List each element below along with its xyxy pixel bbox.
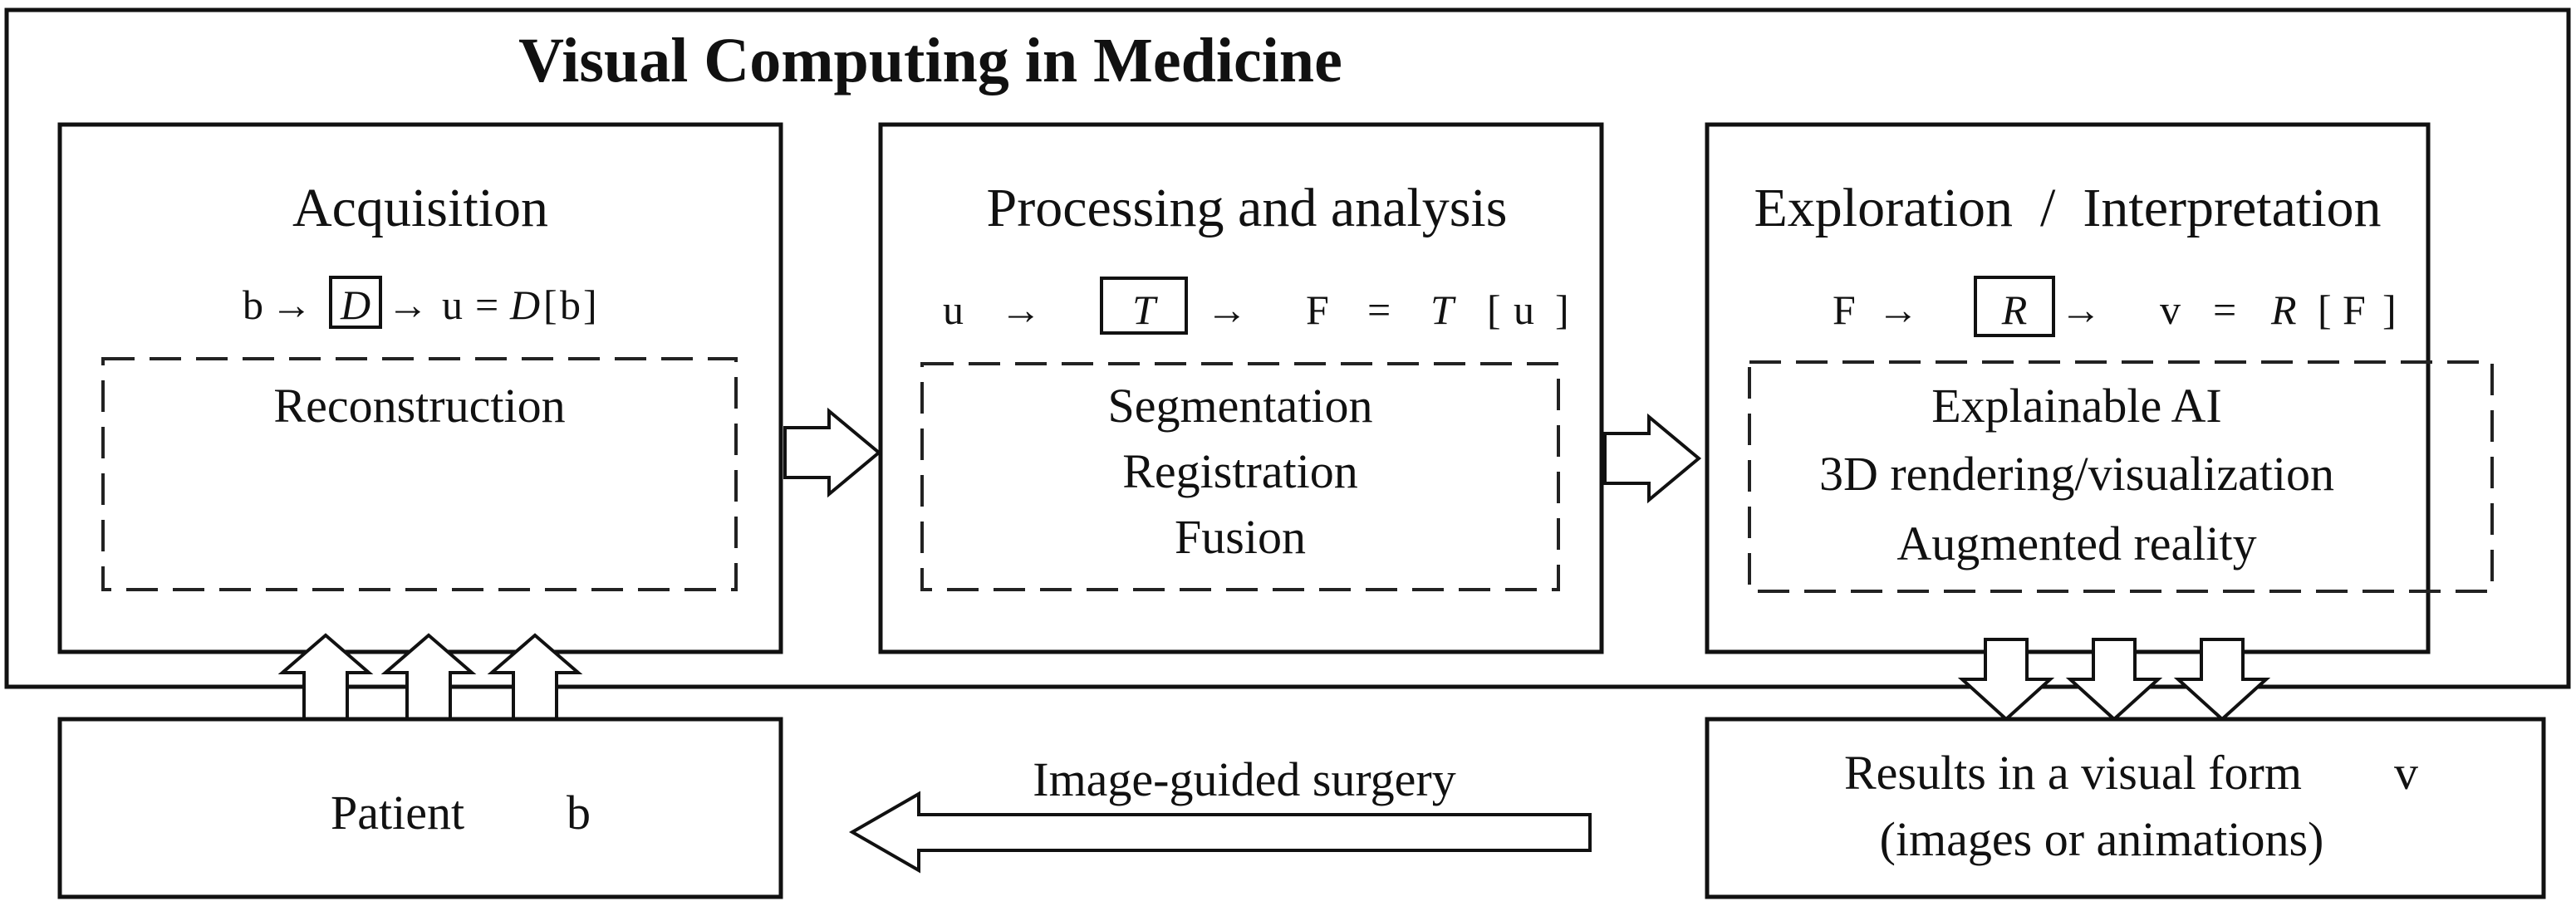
patient-panel: Patient b: [57, 717, 783, 899]
exploration-subtask-box: [1748, 360, 2494, 593]
results-line2: (images or animations): [1880, 812, 2324, 866]
formula-result-operator: D: [509, 282, 540, 328]
subtask-label: Reconstruction: [273, 379, 565, 433]
acquisition-panel: Acquisition b → D → u = D [ b ] Reconstr…: [57, 122, 783, 654]
formula-arrow: →: [1000, 286, 1042, 333]
formula-result-operator: T: [1430, 286, 1456, 333]
flow-arrow-up: [277, 633, 374, 722]
flow-arrow-right: [1603, 413, 1702, 504]
formula-lbracket: [: [543, 282, 557, 328]
operator-box: [1974, 276, 2055, 337]
subtask-label: 3D rendering/visualization: [1819, 447, 2334, 501]
exploration-heading: Exploration / Interpretation: [1754, 178, 2381, 238]
surgery-label: Image-guided surgery: [1033, 752, 1455, 806]
formula-input: b: [243, 282, 263, 328]
formula-operator: R: [2001, 286, 2028, 333]
formula-output: u: [442, 282, 463, 328]
formula-equals: =: [475, 282, 498, 328]
processing-subtask-box: [920, 362, 1560, 591]
processing-formula: u → T → F = T [ u ]: [943, 277, 1569, 335]
formula-result-arg: b: [560, 282, 581, 328]
formula-arrow: →: [1877, 286, 1919, 333]
formula-arrow: →: [271, 282, 312, 328]
formula-rbracket: ]: [583, 282, 597, 328]
formula-input: F: [1833, 286, 1856, 333]
flow-arrow-down: [2065, 638, 2163, 722]
operator-box: [1100, 277, 1188, 335]
operator-box: [329, 276, 382, 329]
diagram-title: Visual Computing in Medicine: [518, 26, 1342, 95]
flow-arrow-down: [1957, 638, 2055, 722]
flow-arrow-up: [487, 633, 583, 722]
formula-result-operator: R: [2270, 286, 2297, 333]
exploration-panel: Exploration / Interpretation F → R → v =…: [1705, 122, 2494, 654]
formula-arrow: →: [1206, 286, 1248, 333]
formula-operator: D: [340, 282, 370, 328]
surgery-feedback: Image-guided surgery: [848, 752, 1592, 874]
subtask-label: Segmentation: [1108, 379, 1373, 433]
acquisition-box: [57, 122, 783, 654]
processing-box: [878, 122, 1604, 654]
results-line1: Results in a visual form: [1844, 746, 2302, 800]
formula-rbracket: ]: [2382, 286, 2397, 333]
formula-lbracket: [: [1487, 286, 1501, 333]
formula-output: F: [1306, 286, 1329, 333]
formula-arrow: →: [2060, 286, 2102, 333]
results-box: [1705, 717, 2546, 899]
formula-equals: =: [2213, 286, 2236, 333]
processing-panel: Processing and analysis u → T → F = T [ …: [878, 122, 1604, 654]
formula-lbracket: [: [2318, 286, 2332, 333]
flow-arrow-left: [848, 791, 1592, 874]
flow-arrow-right: [783, 407, 882, 498]
acquisition-formula: b → D → u = D [ b ]: [243, 276, 597, 329]
exploration-box: [1705, 122, 2431, 654]
exploration-formula: F → R → v = R [ F ]: [1833, 276, 2397, 337]
patient-symbol: b: [567, 786, 591, 840]
processing-heading: Processing and analysis: [987, 178, 1508, 238]
formula-rbracket: ]: [1555, 286, 1569, 333]
patient-box: [57, 717, 783, 899]
patient-label: Patient: [331, 786, 464, 840]
formula-operator: T: [1132, 286, 1158, 333]
formula-arrow: →: [387, 282, 429, 328]
formula-equals: =: [1367, 286, 1391, 333]
flow-arrow-up: [380, 633, 477, 722]
subtask-label: Explainable AI: [1931, 379, 2222, 433]
formula-input: u: [943, 286, 964, 333]
formula-result-arg: u: [1514, 286, 1534, 333]
subtask-label: Fusion: [1175, 510, 1306, 564]
results-symbol: v: [2394, 746, 2418, 800]
formula-output: v: [2160, 286, 2181, 333]
acquisition-subtask-box: [101, 357, 738, 591]
results-panel: Results in a visual form v (images or an…: [1705, 717, 2546, 899]
flow-arrow-down: [2173, 638, 2271, 722]
subtask-label: Registration: [1122, 444, 1358, 498]
formula-result-arg: F: [2343, 286, 2366, 333]
subtask-label: Augmented reality: [1896, 517, 2256, 571]
acquisition-heading: Acquisition: [292, 178, 548, 238]
